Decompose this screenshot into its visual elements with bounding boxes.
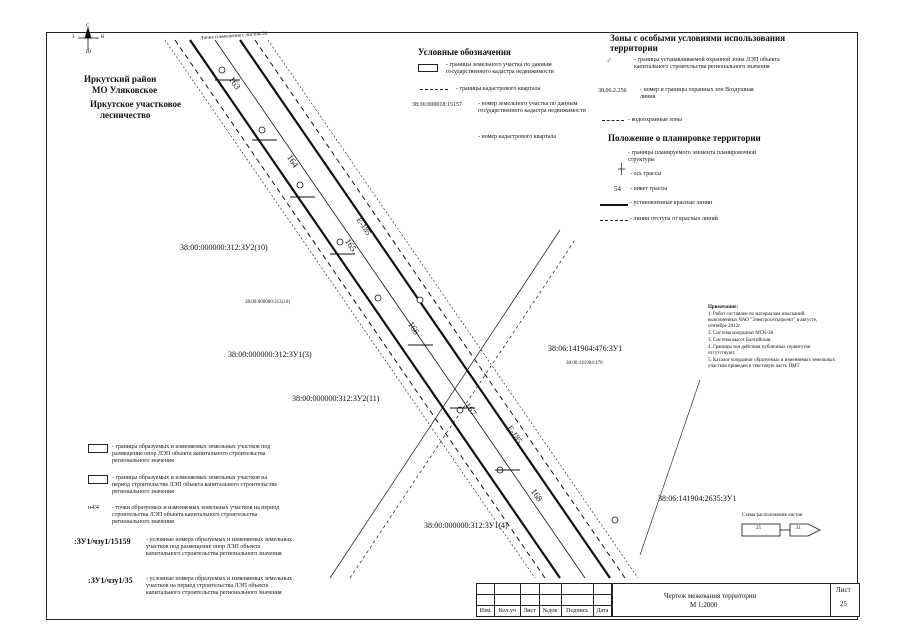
crossing-road-2 bbox=[349, 239, 576, 579]
planning-item-0: - границы планируемого элемента планиров… bbox=[628, 150, 757, 163]
notes-title: Примечание: bbox=[708, 305, 739, 310]
pole-6 bbox=[416, 296, 424, 304]
compass-e: В bbox=[101, 35, 105, 40]
zones-title: Зоны с особыми условиями использования т… bbox=[610, 33, 786, 53]
scheme-sheet-25 bbox=[741, 523, 781, 537]
scheme-sheet-b: 31 bbox=[796, 526, 801, 531]
pole-4 bbox=[336, 238, 344, 246]
bottom-legend-code-3: :ЗУ1/чзу1/15159 bbox=[74, 537, 131, 546]
notes-line-2: 3. Система высот Балтийская. bbox=[708, 338, 772, 343]
corridor-left-thick bbox=[189, 39, 561, 579]
legend-title: Условные обозначения bbox=[418, 47, 511, 57]
stamp-h3: №док bbox=[538, 605, 562, 617]
region-mo: МО Уляковское bbox=[92, 85, 158, 95]
parcel-label-5: 38:06:141904:2635:ЗУ1 bbox=[658, 494, 737, 503]
bottom-legend-0: - границы образуемых и изменяемых земель… bbox=[112, 444, 271, 464]
legend-item-0: - границы земельного участка по данным г… bbox=[446, 62, 554, 75]
zones-item-1: - номер и границы охранных зон Воздушная… bbox=[640, 87, 754, 100]
bottom-legend-4: - условные номера образуемых и изменяемы… bbox=[146, 576, 293, 596]
bottom-legend-code-2: н4/4 bbox=[88, 505, 99, 511]
compass-rose bbox=[78, 26, 99, 50]
protection-zone-right bbox=[267, 39, 639, 579]
parcel-label-2: 38:00:000000:312:ЗУ1(3) bbox=[228, 350, 312, 359]
forestry-line1: Иркутское участковое bbox=[90, 99, 182, 109]
zones-item-0: - границы устанавливаемой охранной зоны … bbox=[634, 57, 780, 70]
stamp-title-cell bbox=[612, 583, 832, 617]
notes-line-4: 5. Каталог координат образуемых и изменя… bbox=[708, 358, 835, 369]
legend-item-1: - границы кадастрового квартала bbox=[456, 86, 541, 92]
pole-5 bbox=[374, 294, 382, 302]
planning-item-3: - установленные красные линии bbox=[630, 200, 713, 206]
bottom-legend-code-4: :ЗУ1/чзу1/35 bbox=[88, 576, 133, 585]
legend-parcel-swatch bbox=[418, 64, 438, 72]
bl-swatch-0 bbox=[88, 444, 108, 453]
crossing-road bbox=[329, 229, 561, 579]
planning-item-1: - ось трассы bbox=[630, 171, 662, 177]
planning-item-2: - пикет трассы bbox=[630, 186, 668, 192]
corridor-right-thick bbox=[239, 39, 611, 579]
region-district: Иркутский район bbox=[84, 74, 157, 84]
stamp-h0: Изм. bbox=[475, 605, 496, 617]
scheme-sheet-31 bbox=[789, 523, 821, 537]
tiny-label-1: 38:00:000000:312(10) bbox=[245, 300, 290, 305]
planning-code-2: 54 bbox=[614, 185, 621, 193]
compass-n: С bbox=[86, 24, 90, 29]
scheme-sheet-a: 25 bbox=[756, 526, 761, 531]
bottom-legend-1: - границы образуемых и изменяемых земель… bbox=[112, 475, 277, 495]
zones-code-1: 38.06.2.256 bbox=[598, 88, 627, 94]
stamp-h4: Подпись bbox=[560, 605, 594, 617]
parcel-label-3: 38:00:000000:312:ЗУ2(11) bbox=[292, 394, 380, 403]
parcel-label-6: 38:00:000000:312:ЗУ1(4) bbox=[424, 521, 508, 530]
notes-line-3: 4. Границы зон действия публичных сервит… bbox=[708, 345, 811, 356]
notes-line-1: 2. Система координат МСК-38. bbox=[708, 331, 775, 336]
route-axis bbox=[214, 39, 586, 579]
scheme-title: Схема расположения листов bbox=[742, 513, 803, 518]
stamp-title-line2: М 1:2000 bbox=[690, 601, 718, 609]
legend-code-2: 38:36:000018:15157 bbox=[412, 102, 463, 108]
pole-3 bbox=[296, 181, 304, 189]
pole-1 bbox=[218, 66, 226, 74]
forestry-line2: лесничество bbox=[100, 110, 151, 120]
parcel-label-4: 38:06:141904:476:ЗУ1 bbox=[548, 344, 623, 353]
zones-item-2: - водоохранные зоны bbox=[628, 117, 682, 123]
legend-item-3: - номер кадастрового квартала bbox=[478, 134, 557, 140]
compass-s: Ю bbox=[86, 50, 92, 55]
bottom-legend-2: - точки образуемых и изменяемых земельны… bbox=[112, 505, 280, 525]
stamp-h2: Лист bbox=[519, 605, 540, 617]
bl-swatch-1 bbox=[88, 475, 108, 484]
stamp-revision-table: Изм. Кол.уч Лист №док Подпись Дата bbox=[475, 583, 613, 617]
planning-item-4: - линии отступа от красных линий bbox=[630, 216, 718, 222]
compass-w: З bbox=[72, 35, 75, 40]
protection-zone-left bbox=[164, 39, 536, 579]
stamp-h5: Дата bbox=[592, 605, 613, 617]
stamp-sheet-no: 25 bbox=[840, 600, 847, 608]
stamp-title-line1: Чертеж межевания территории bbox=[664, 592, 757, 600]
axis-symbol: ┼ bbox=[618, 164, 626, 175]
drawing-frame bbox=[46, 32, 858, 620]
pole-9 bbox=[611, 516, 619, 524]
corridor-left-dashed bbox=[174, 39, 546, 579]
corridor-right-dashed bbox=[254, 39, 626, 579]
stamp-sheet-cell bbox=[830, 583, 860, 617]
legend-item-2: - номер земельного участка по данным гос… bbox=[478, 101, 586, 114]
tiny-label-2: 38:06:141904:476 bbox=[566, 361, 603, 366]
stamp-sheet-label: Лист bbox=[836, 586, 851, 594]
stamp-h1: Кол.уч bbox=[494, 605, 521, 617]
pole-2 bbox=[258, 126, 266, 134]
leader-line bbox=[639, 379, 701, 556]
planning-title: Положение о планировке территории bbox=[608, 133, 761, 143]
parcel-label-1: 38:00:000000:312:ЗУ2(10) bbox=[180, 243, 268, 252]
bottom-legend-3: - условные номера образуемых и изменяемы… bbox=[146, 537, 293, 557]
notes-line-0: 1. Работ составлен по материалам изыскан… bbox=[708, 312, 818, 329]
